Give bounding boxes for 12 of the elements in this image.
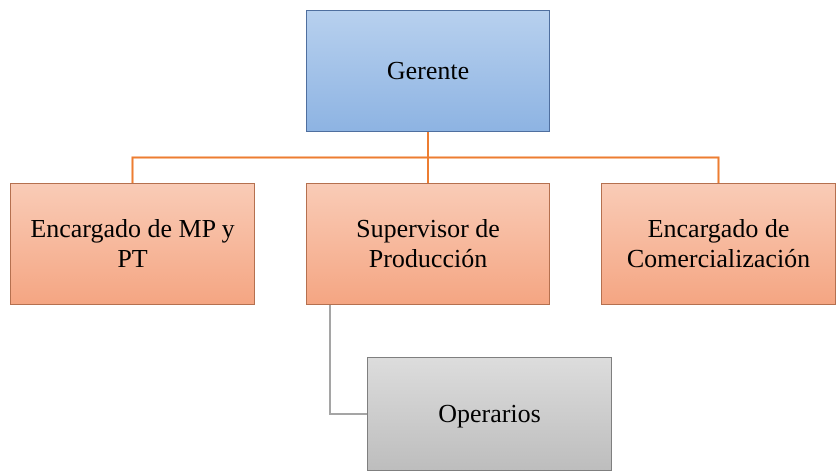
connector-line (427, 132, 720, 183)
connector-line (329, 305, 367, 415)
role-box (306, 183, 550, 305)
role-title: Encargado de MP y PT (29, 214, 236, 274)
role-box (306, 10, 550, 132)
role-box (367, 357, 612, 471)
role-box (10, 183, 255, 305)
role-title: Supervisor de Producción (355, 214, 501, 274)
role-title: Operarios (438, 399, 541, 429)
role-title: Gerente (386, 56, 470, 86)
role-title: Encargado de Comercialización (626, 214, 812, 274)
role-box (601, 183, 836, 305)
